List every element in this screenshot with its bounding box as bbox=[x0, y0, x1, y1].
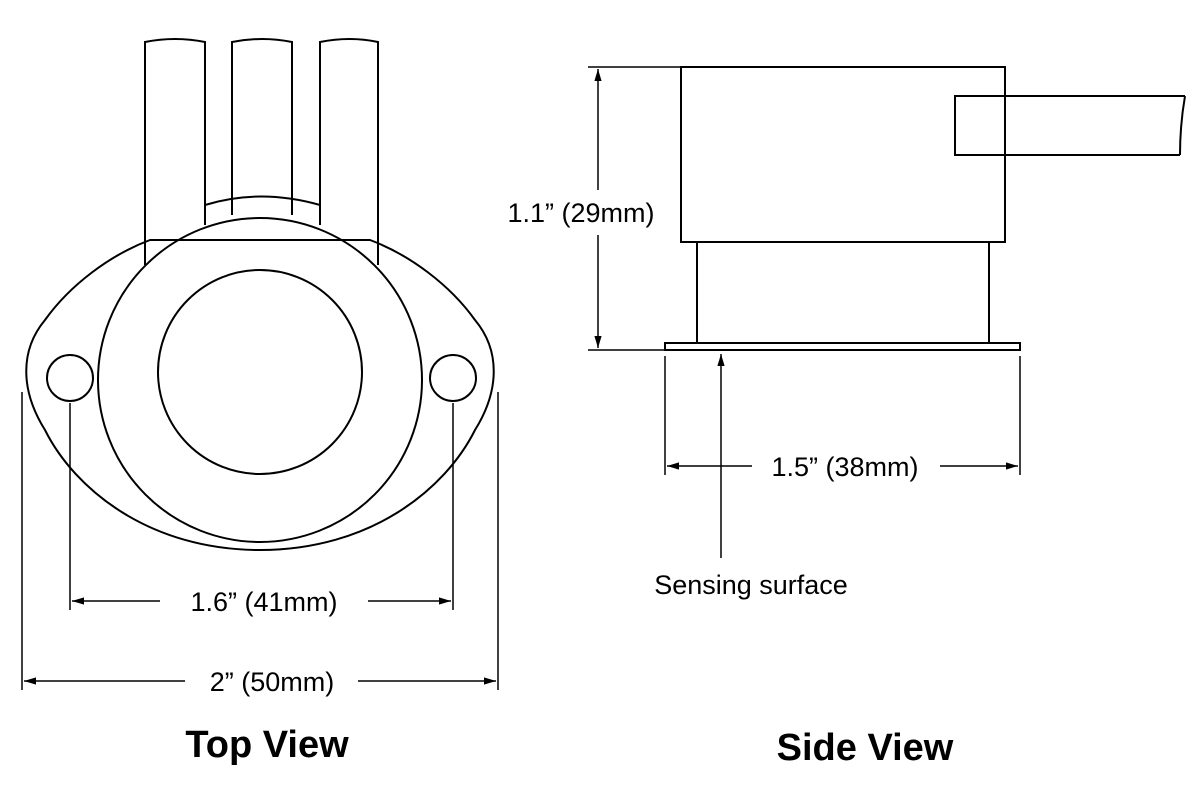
overall-width-dimension: 2” (50mm) bbox=[24, 667, 496, 697]
sensing-surface-label: Sensing surface bbox=[654, 570, 848, 600]
side-view-title: Side View bbox=[777, 727, 954, 769]
sensing-surface-callout: Sensing surface bbox=[654, 354, 848, 600]
height-dimension: 1.1” (29mm) bbox=[507, 69, 655, 348]
hole-spacing-label: 1.6” (41mm) bbox=[190, 587, 337, 617]
width-label: 1.5” (38mm) bbox=[771, 452, 918, 482]
side-view-sensing-plate bbox=[664, 342, 1021, 351]
side-view-lower-housing bbox=[696, 242, 990, 343]
top-view-flange bbox=[25, 239, 495, 552]
overall-width-label: 2” (50mm) bbox=[210, 667, 335, 697]
top-view-title: Top View bbox=[185, 724, 349, 766]
top-view: 1.6” (41mm) 2” (50mm) Top View bbox=[21, 38, 499, 766]
side-view-cable bbox=[954, 95, 1186, 156]
top-view-housing bbox=[97, 217, 423, 543]
top-view-mounting-hole-right bbox=[429, 354, 477, 402]
top-view-sensor bbox=[157, 269, 363, 475]
width-dimension: 1.5” (38mm) bbox=[667, 452, 1018, 482]
height-label: 1.1” (29mm) bbox=[507, 198, 654, 228]
top-view-cables bbox=[144, 38, 379, 265]
side-view: 1.1” (29mm) 1.5” (38mm) Sensing surface … bbox=[507, 66, 1186, 769]
top-view-mounting-hole-left bbox=[46, 354, 94, 402]
hole-spacing-dimension: 1.6” (41mm) bbox=[72, 587, 451, 617]
